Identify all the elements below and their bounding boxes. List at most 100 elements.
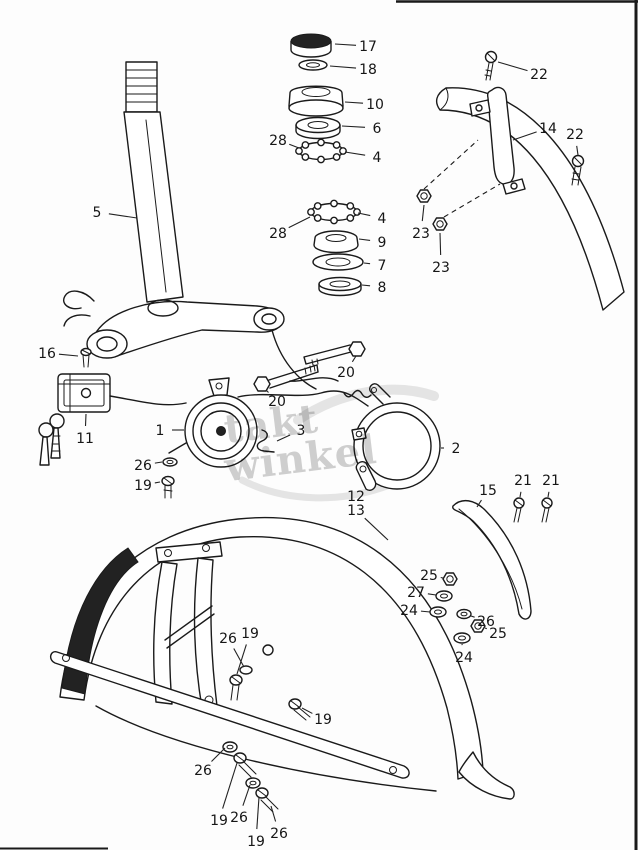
washer-24a xyxy=(429,606,447,618)
washer-27 xyxy=(435,590,453,602)
key-ring-2 xyxy=(38,422,54,438)
part-label-4: 4 xyxy=(373,150,382,166)
leader-line-5 xyxy=(108,213,138,219)
part-label-20: 20 xyxy=(337,365,355,381)
part-label-19: 19 xyxy=(314,712,332,728)
nut-23b xyxy=(432,217,448,231)
leader-line-3 xyxy=(276,434,291,442)
clamp-bolts xyxy=(253,341,366,392)
part-label-23: 23 xyxy=(412,226,430,242)
part-label-7: 7 xyxy=(378,258,387,274)
part-label-6: 6 xyxy=(373,121,382,137)
part-label-8: 8 xyxy=(378,280,387,296)
part-label-9: 9 xyxy=(378,235,387,251)
part-label-13: 13 xyxy=(347,503,365,519)
nut-25b xyxy=(470,619,486,633)
part-label-19: 19 xyxy=(134,478,152,494)
bracket-12 xyxy=(355,461,377,491)
part-label-3: 3 xyxy=(297,423,306,439)
part-label-19: 19 xyxy=(241,626,259,642)
leader-line-28 xyxy=(288,216,311,229)
part-label-28: 28 xyxy=(269,226,287,242)
wiring xyxy=(109,329,372,407)
leader-line-21 xyxy=(519,491,522,498)
nut-25a xyxy=(442,572,458,586)
cable-guide xyxy=(63,290,95,310)
part-label-19: 19 xyxy=(210,813,228,829)
part-label-21: 21 xyxy=(514,473,532,489)
leader-line-11 xyxy=(84,413,87,427)
steering-stem xyxy=(123,61,184,303)
bolt-20a xyxy=(253,376,271,392)
dust-seal-8 xyxy=(318,276,362,292)
part-label-14: 14 xyxy=(539,121,557,137)
part-label-27: 27 xyxy=(407,585,425,601)
leader-line-18 xyxy=(329,65,357,69)
leader-line-4 xyxy=(344,151,366,156)
fender-stay-15 xyxy=(452,497,553,620)
part-label-16: 16 xyxy=(38,346,56,362)
part-label-1: 1 xyxy=(156,423,165,439)
leader-line-6 xyxy=(341,125,366,128)
leader-line-10 xyxy=(344,101,364,104)
leader-line-20 xyxy=(265,389,269,393)
leader-line-19 xyxy=(154,481,161,484)
nut-23a xyxy=(416,189,432,203)
leader-line-19 xyxy=(222,762,238,809)
part-label-12: 12 xyxy=(347,489,365,505)
part-label-21: 21 xyxy=(542,473,560,489)
part-label-4: 4 xyxy=(378,211,387,227)
watermark-swoosh xyxy=(238,384,439,502)
rear-fender xyxy=(50,517,515,800)
part-label-18: 18 xyxy=(359,62,377,78)
washer-26d xyxy=(222,741,238,753)
part-label-20: 20 xyxy=(268,394,286,410)
leader-line-26 xyxy=(211,747,226,762)
leader-line-16 xyxy=(58,353,79,357)
washer-26a xyxy=(162,457,178,467)
leader-line-8 xyxy=(361,284,371,287)
bearing-stack xyxy=(288,33,364,297)
fender-stay-14 xyxy=(486,86,515,186)
washer-24b xyxy=(453,632,471,644)
washer-18 xyxy=(298,59,328,71)
front-fender xyxy=(416,50,625,311)
brake-panel-body xyxy=(353,402,441,490)
part-label-22: 22 xyxy=(566,127,584,143)
part-label-26: 26 xyxy=(194,763,212,779)
part-label-26: 26 xyxy=(230,810,248,826)
leader-line-26 xyxy=(242,784,251,806)
leader-line-26 xyxy=(233,648,245,668)
leader-line-26 xyxy=(470,615,475,618)
part-label-11: 11 xyxy=(76,431,94,447)
part-label-17: 17 xyxy=(359,39,377,55)
part-label-19: 19 xyxy=(247,834,265,850)
leader-line-19 xyxy=(301,707,313,714)
leader-line-21 xyxy=(547,491,550,498)
wire-clip-3 xyxy=(256,429,275,453)
leader-line-23 xyxy=(439,232,442,256)
stem-tube xyxy=(123,111,184,303)
part-label-26: 26 xyxy=(219,631,237,647)
leader-line-25 xyxy=(484,627,487,630)
leader-line-27 xyxy=(427,593,437,596)
washer-26e xyxy=(245,777,261,789)
leader-line-15 xyxy=(476,499,482,508)
part-label-24: 24 xyxy=(400,603,418,619)
part-label-2: 2 xyxy=(452,441,461,457)
washer-26b xyxy=(456,608,472,620)
leader-line-22 xyxy=(576,145,579,156)
bolt-20b xyxy=(348,341,366,357)
ignition-switch xyxy=(38,347,111,466)
lower-triple-clamp xyxy=(63,290,285,359)
brake-panel xyxy=(351,383,441,491)
leader-line-19 xyxy=(236,644,247,675)
leader-line-4 xyxy=(357,212,371,217)
part-label-26: 26 xyxy=(134,458,152,474)
fender-stay-left xyxy=(153,561,178,705)
part-label-5: 5 xyxy=(93,205,102,221)
washer-7 xyxy=(312,253,364,271)
